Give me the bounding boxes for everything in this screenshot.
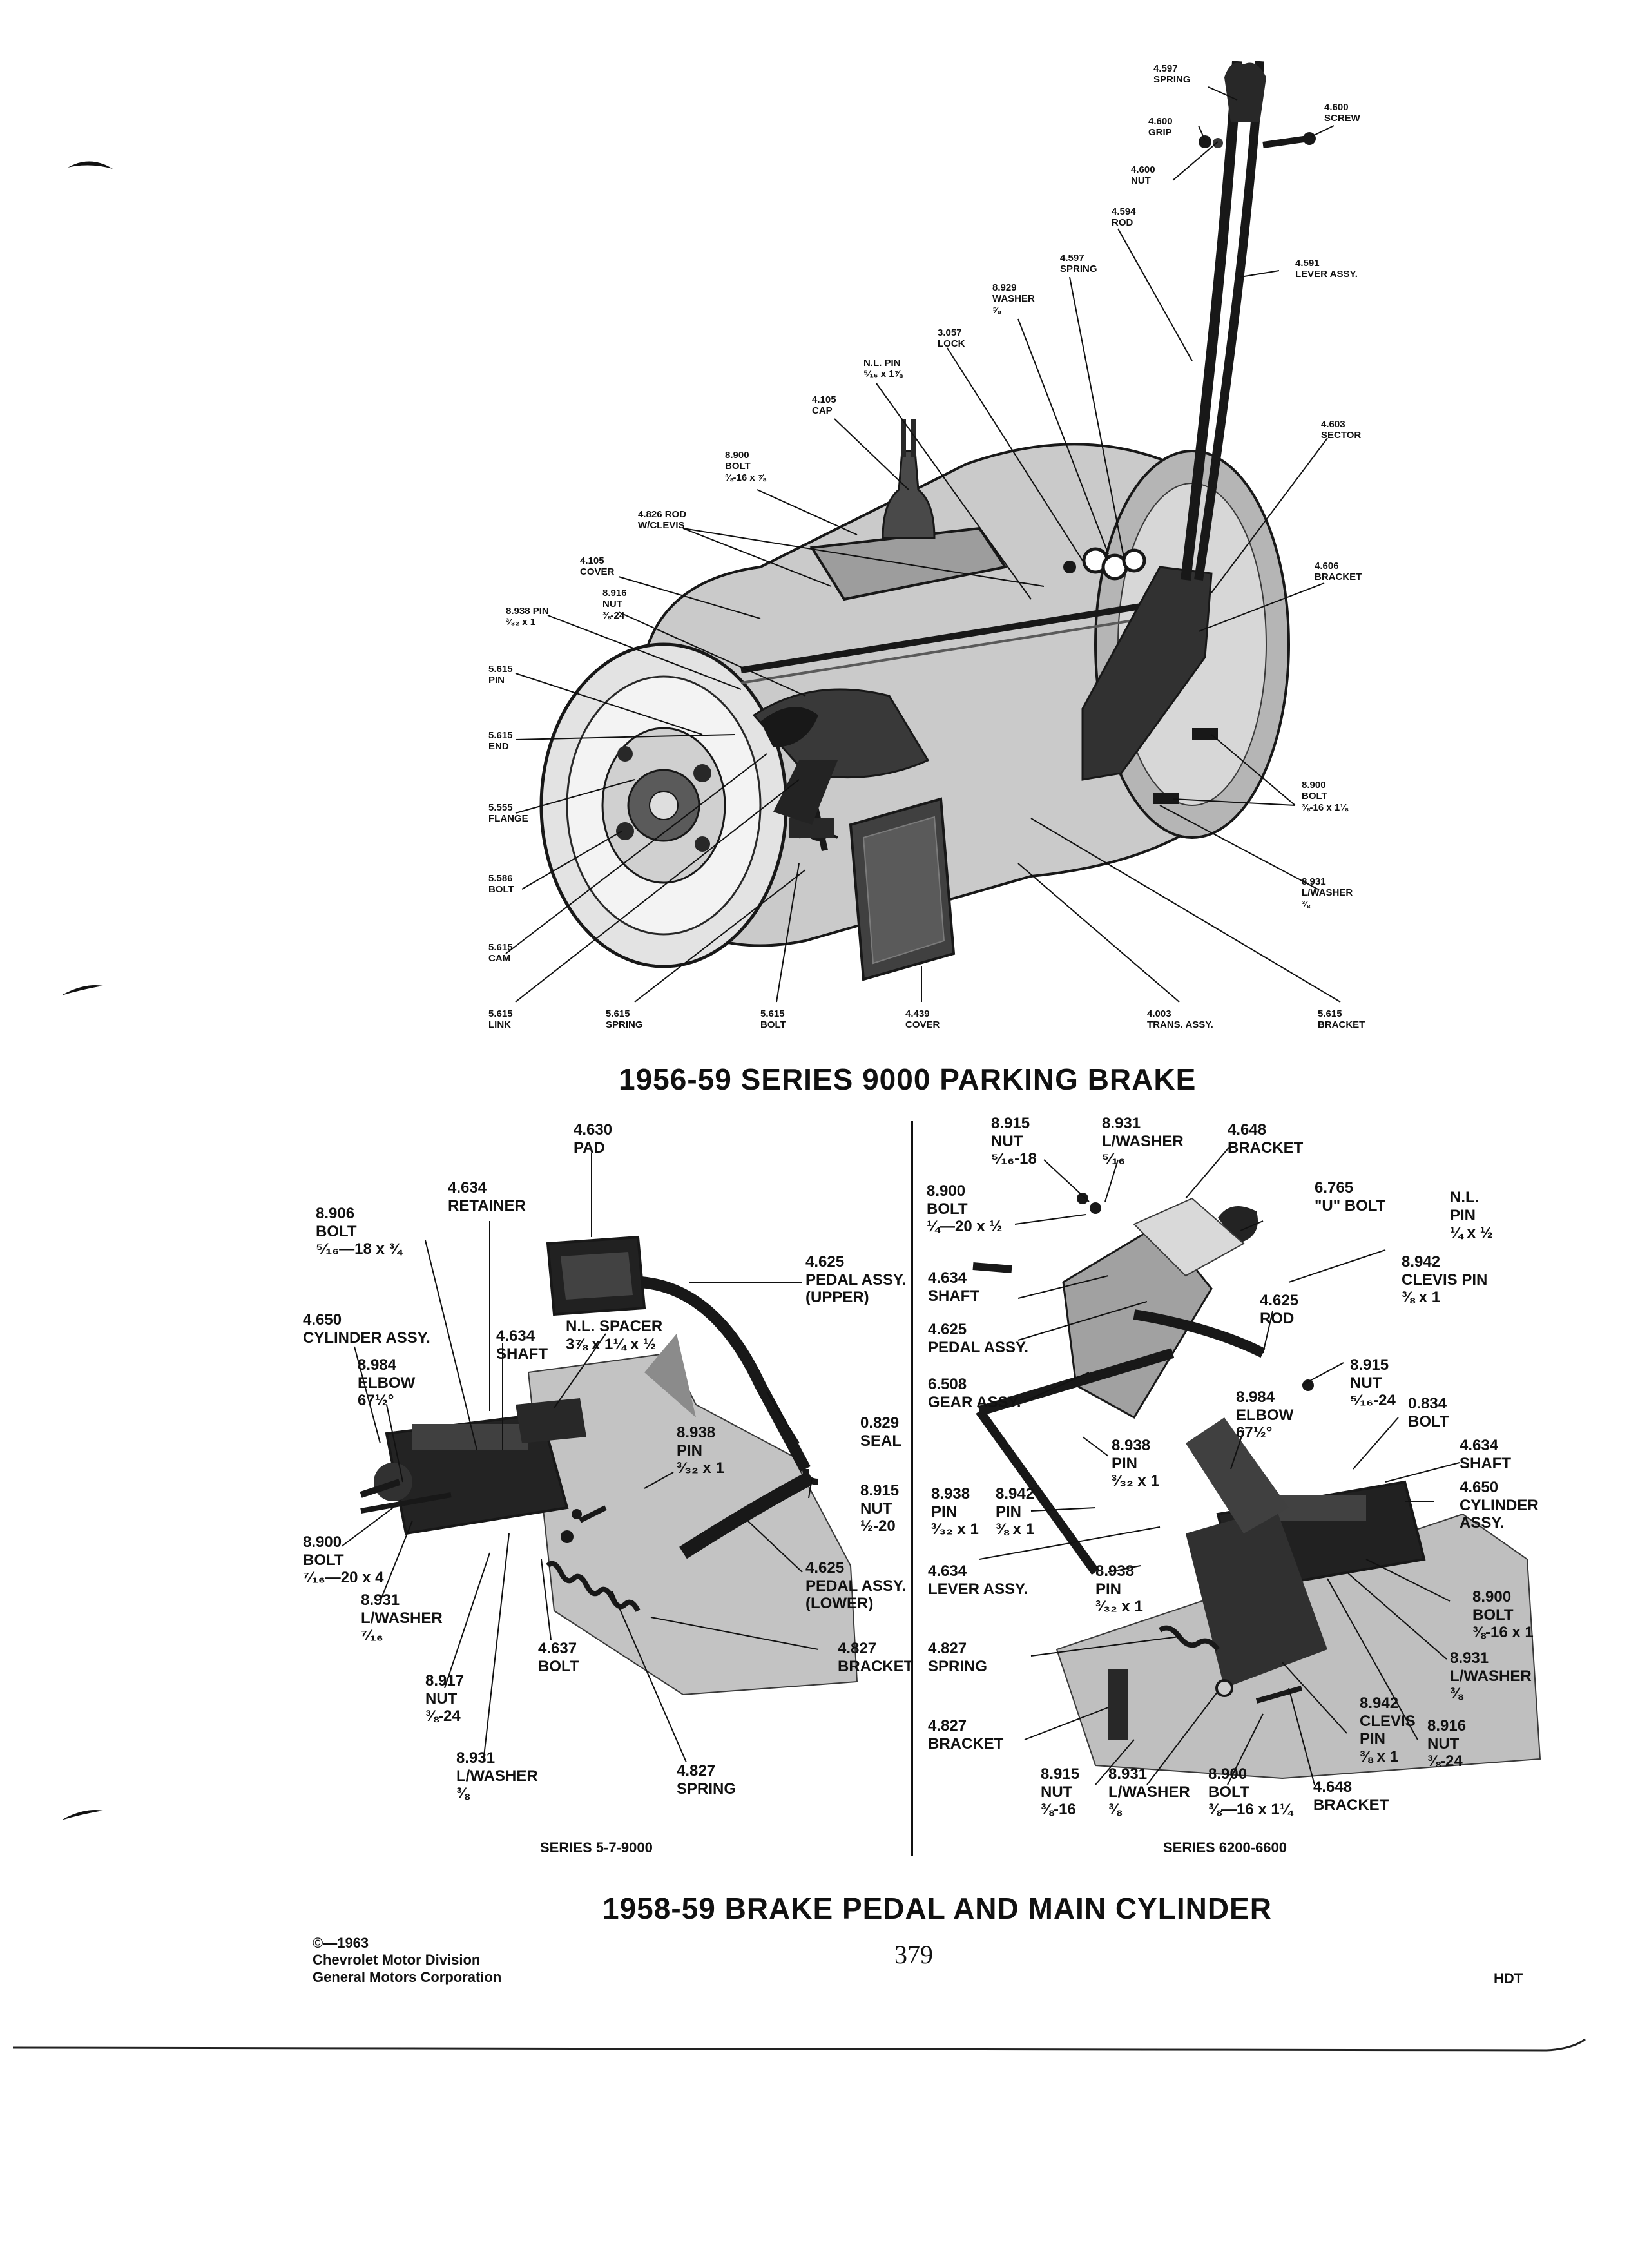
label-rod-4826: 4.826 ROD W/CLEVIS	[638, 509, 687, 532]
label-end-5615: 5.615 END	[488, 730, 513, 753]
label-bracket-5615: 5.615 BRACKET	[1318, 1008, 1365, 1031]
label-nut-4600: 4.600 NUT	[1131, 164, 1155, 187]
label-nut-8915c: 8.915 NUT ⅜-16	[1041, 1765, 1080, 1819]
label-bracket-4827: 4.827 BRACKET	[928, 1717, 1004, 1753]
label-pin-8938b: 8.938 PIN ³⁄₃₂ x 1	[931, 1485, 979, 1539]
label-bolt-8900b: 8.900 BOLT ⅜-16 x 1	[1472, 1588, 1534, 1642]
series-label-right: SERIES 6200-6600	[1163, 1840, 1287, 1856]
label-elbow: 8.984 ELBOW 67½°	[1236, 1389, 1294, 1442]
label-rod: 4.625 ROD	[1260, 1292, 1299, 1327]
label-spring-5615: 5.615 SPRING	[606, 1008, 643, 1031]
pedal-drawing-left	[360, 1235, 858, 1696]
label-pin-8938a: 8.938 PIN ³⁄₃₂ x 1	[1112, 1437, 1159, 1490]
label-spacer: N.L. SPACER 3⅞ x 1¼ x ½	[566, 1318, 663, 1353]
label-screw-4600: 4.600 SCREW	[1324, 102, 1360, 124]
top-diagram-title: 1956-59 SERIES 9000 PARKING BRAKE	[619, 1062, 1197, 1096]
pedal-drawing-right	[972, 1193, 1541, 1780]
label-bolt-8900-top: 8.900 BOLT ⅜-16 x ⅞	[725, 450, 766, 483]
label-bolt-8900c: 8.900 BOLT ⅜—16 x 1¼	[1208, 1765, 1293, 1819]
label-nut-8916: 8.916 NUT ⅜-24	[602, 588, 627, 621]
bottom-right-leader-lines	[979, 1146, 1460, 1785]
label-pin-8938: 8.938 PIN ³⁄₃₂ x 1	[506, 606, 549, 628]
label-lock-3057: 3.057 LOCK	[938, 327, 965, 350]
label-shaft-b: 4.634 SHAFT	[1460, 1437, 1511, 1472]
label-washer-8929: 8.929 WASHER ⅝	[992, 282, 1035, 316]
label-washer-8931: 8.931 L/WASHER ⅜	[1302, 876, 1353, 910]
label-sector-4603: 4.603 SECTOR	[1321, 419, 1362, 441]
label-cylinder: 4.650 CYLINDER ASSY.	[1460, 1479, 1539, 1532]
label-spring: 4.827 SPRING	[928, 1640, 988, 1675]
label-nlpin: N.L. PIN ¼ x ½	[1450, 1189, 1493, 1242]
bottom-edge-line	[12, 2038, 1586, 2052]
label-link-5615: 5.615 LINK	[488, 1008, 513, 1031]
label-shaft: 4.634 SHAFT	[928, 1269, 979, 1305]
series-label-left: SERIES 5-7-9000	[540, 1840, 653, 1856]
label-bolt-5586: 5.586 BOLT	[488, 873, 514, 896]
label-washer-8931: 8.931 L/WASHER ⁵⁄₁₆	[1102, 1115, 1184, 1168]
label-trans-4003: 4.003 TRANS. ASSY.	[1147, 1008, 1213, 1031]
scan-marks	[61, 161, 113, 1820]
top-leader-lines	[505, 86, 1341, 1003]
label-bracket-4827: 4.827 BRACKET	[838, 1640, 914, 1675]
label-gear: 6.508 GEAR ASSY.	[928, 1376, 1021, 1411]
label-cover-4439: 4.439 COVER	[905, 1008, 940, 1031]
label-rod-4594: 4.594 ROD	[1112, 206, 1136, 229]
label-pin-5615: 5.615 PIN	[488, 664, 513, 686]
label-pin-8942: 8.942 PIN ⅜ x 1	[996, 1485, 1035, 1539]
label-pin-nl: N.L. PIN ⁵⁄₁₆ x 1⅞	[863, 358, 903, 380]
label-seal: 0.829 SEAL	[860, 1414, 902, 1450]
label-shaft: 4.634 SHAFT	[496, 1327, 548, 1363]
label-cover-4105: 4.105 COVER	[580, 555, 615, 578]
label-pin-8938: 8.938 PIN ³⁄₃₂ x 1	[677, 1424, 724, 1477]
label-nut-8915: 8.915 NUT ⁵⁄₁₆-18	[991, 1115, 1037, 1168]
label-bracket-4606: 4.606 BRACKET	[1315, 561, 1362, 583]
copyright: ©—1963 Chevrolet Motor Division General …	[313, 1935, 502, 1985]
label-spring-4597-top: 4.597 SPRING	[1153, 63, 1191, 86]
document-code: HDT	[1494, 1970, 1523, 1986]
label-bracket-4648: 4.648 BRACKET	[1228, 1121, 1304, 1157]
bottom-left-leader-lines	[341, 1153, 819, 1763]
label-bolt-8900: 8.900 BOLT ⁷⁄₁₆—20 x 4	[303, 1533, 384, 1587]
label-pedal-upper: 4.625 PEDAL ASSY. (UPPER)	[805, 1253, 907, 1307]
label-clevis-8942: 8.942 CLEVIS PIN ⅜ x 1	[1360, 1695, 1416, 1765]
label-lever-4591: 4.591 LEVER ASSY.	[1295, 258, 1358, 280]
label-pad: 4.630 PAD	[574, 1121, 613, 1157]
label-washer-8931c: 8.931 L/WASHER ⅜	[1108, 1765, 1190, 1819]
label-lever: 4.634 LEVER ASSY.	[928, 1562, 1028, 1598]
label-nut-8915b: 8.915 NUT ⁵⁄₁₆-24	[1350, 1356, 1396, 1410]
label-bolt-8906: 8.906 BOLT ⁵⁄₁₆—18 x ¾	[316, 1205, 402, 1258]
label-cam-5615: 5.615 CAM	[488, 942, 513, 965]
label-clevis: 8.942 CLEVIS PIN ⅜ x 1	[1402, 1253, 1488, 1307]
label-bolt-5615: 5.615 BOLT	[760, 1008, 786, 1031]
label-grip-4600: 4.600 GRIP	[1148, 116, 1173, 139]
label-elbow: 8.984 ELBOW 67½°	[358, 1356, 416, 1410]
label-nut-8917: 8.917 NUT ⅜-24	[425, 1672, 465, 1725]
label-bolt-0834: 0.834 BOLT	[1408, 1395, 1449, 1430]
label-nut-8915: 8.915 NUT ½-20	[860, 1482, 900, 1535]
label-cap-4105: 4.105 CAP	[812, 394, 836, 417]
label-pedal-lower: 4.625 PEDAL ASSY. (LOWER)	[805, 1559, 907, 1613]
label-washer-8931b: 8.931 L/WASHER ⅜	[1450, 1649, 1532, 1703]
label-spring-4597: 4.597 SPRING	[1060, 253, 1097, 275]
label-pedal: 4.625 PEDAL ASSY.	[928, 1321, 1029, 1356]
label-ubolt: 6.765 "U" BOLT	[1315, 1179, 1386, 1215]
label-bolt-4637: 4.637 BOLT	[538, 1640, 579, 1675]
label-cylinder: 4.650 CYLINDER ASSY.	[303, 1311, 430, 1347]
label-retainer: 4.634 RETAINER	[448, 1179, 526, 1215]
label-washer-8931b: 8.931 L/WASHER ⅜	[456, 1749, 538, 1803]
bottom-title: 1958-59 BRAKE PEDAL AND MAIN CYLINDER	[602, 1892, 1272, 1925]
label-pin-8938c: 8.938 PIN ³⁄₃₂ x 1	[1095, 1562, 1143, 1616]
page-number: 379	[894, 1940, 933, 1969]
label-bolt-8900: 8.900 BOLT ¼—20 x ½	[927, 1182, 1003, 1236]
label-spring-4827: 4.827 SPRING	[677, 1762, 737, 1798]
label-flange-5555: 5.555 FLANGE	[488, 802, 528, 825]
label-bolt-8900-right: 8.900 BOLT ⅜-16 x 1⅛	[1302, 780, 1348, 813]
label-washer-8931: 8.931 L/WASHER ⁷⁄₁₆	[361, 1591, 443, 1645]
label-bracket-4648b: 4.648 BRACKET	[1313, 1778, 1389, 1814]
label-nut-8916: 8.916 NUT ⅜-24	[1427, 1717, 1467, 1771]
